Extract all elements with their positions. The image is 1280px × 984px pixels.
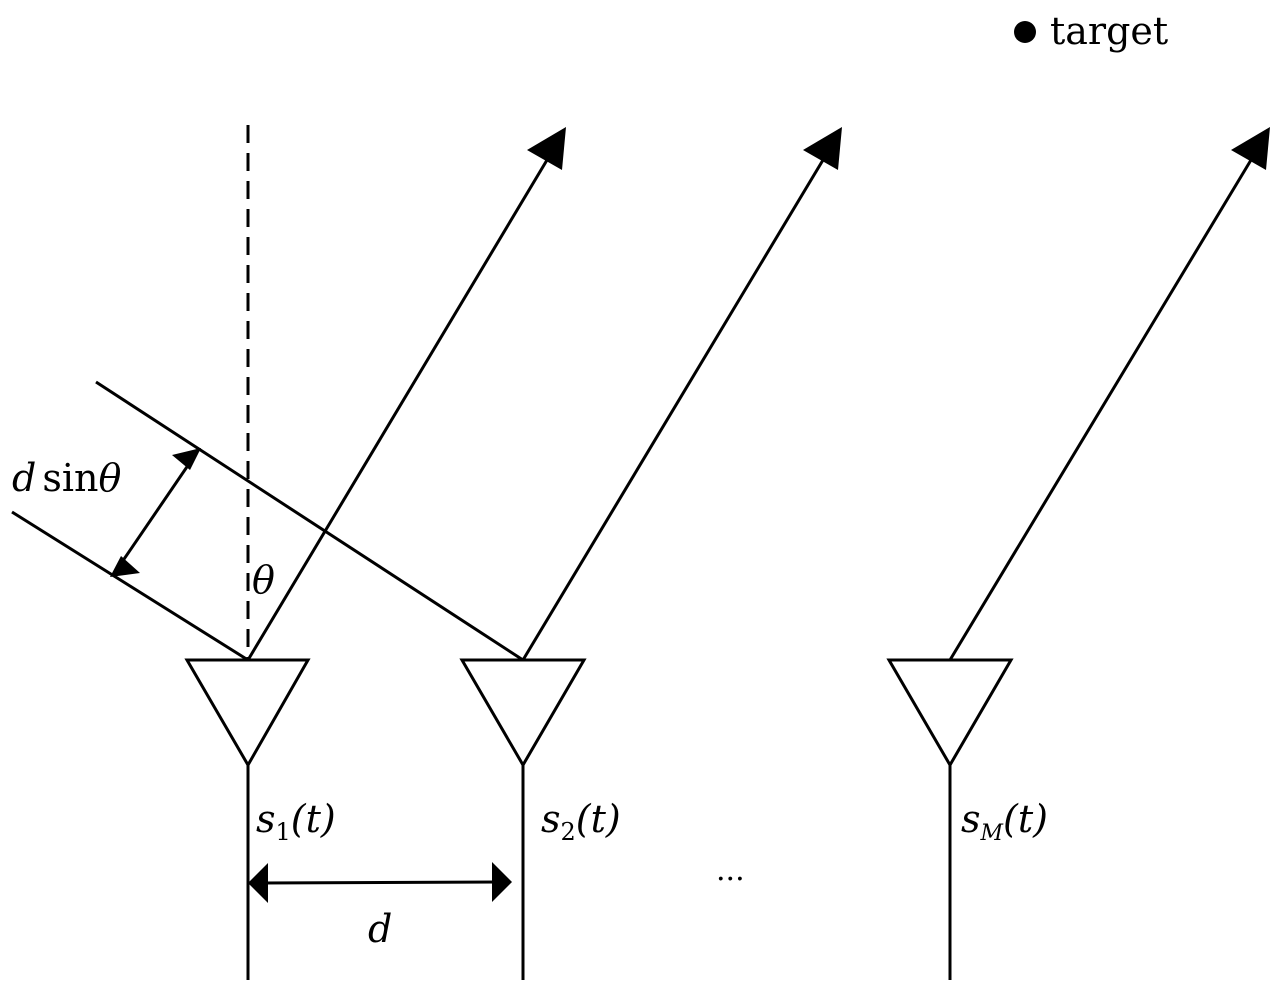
spacing-label: d: [368, 907, 392, 951]
wavefront-line-2: [95, 380, 524, 662]
target-marker-icon: [1014, 21, 1036, 43]
signal-label-2: s2(t): [541, 797, 621, 846]
antenna-2: [459, 658, 587, 980]
antenna-icon: [886, 658, 1014, 768]
signal-label-1: s1(t): [256, 797, 336, 846]
signal-label-m: sM(t): [961, 797, 1048, 846]
ray-m: [948, 127, 1270, 661]
ray-2: [521, 127, 842, 661]
path-difference-arrow: [110, 448, 201, 577]
antenna-icon: [184, 658, 311, 769]
ellipsis: ...: [716, 853, 745, 888]
antenna-m: [886, 658, 1014, 980]
angle-label: θ: [252, 558, 275, 602]
antenna-icon: [459, 658, 587, 768]
legend-label: target: [1050, 9, 1168, 53]
spacing-arrow: [248, 862, 512, 903]
wavefront-line-1: [11, 510, 249, 662]
antenna-1: [184, 658, 311, 980]
ray-1: [246, 127, 566, 661]
